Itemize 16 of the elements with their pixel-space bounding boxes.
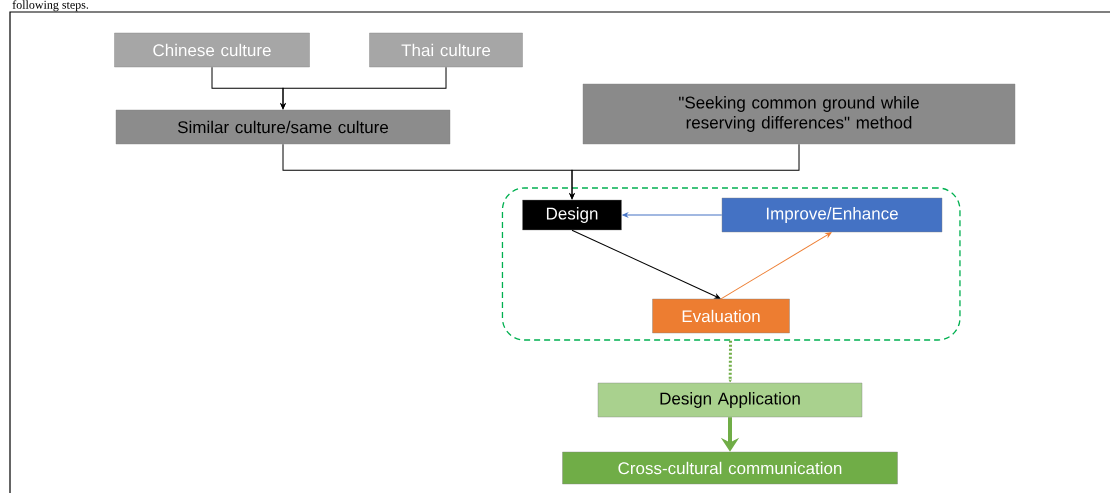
group-box — [501, 187, 961, 341]
process-box: Design — [522, 199, 622, 231]
process-box: Evaluation — [652, 298, 790, 334]
process-box: Thai culture — [369, 32, 523, 68]
process-box: Improve/Enhance — [721, 197, 943, 233]
process-box: Similar culture/same culture — [115, 109, 451, 145]
process-box: Design Application — [597, 382, 863, 418]
process-box: Chinese culture — [114, 32, 310, 68]
arrow — [622, 212, 723, 218]
page-text: following steps. — [12, 0, 89, 12]
arrow — [280, 66, 447, 110]
arrow — [720, 232, 832, 300]
arrow — [569, 143, 800, 200]
arrow — [571, 229, 721, 299]
arrow — [728, 340, 733, 383]
process-box: "Seeking common ground while reserving differences" method — [582, 83, 1016, 145]
